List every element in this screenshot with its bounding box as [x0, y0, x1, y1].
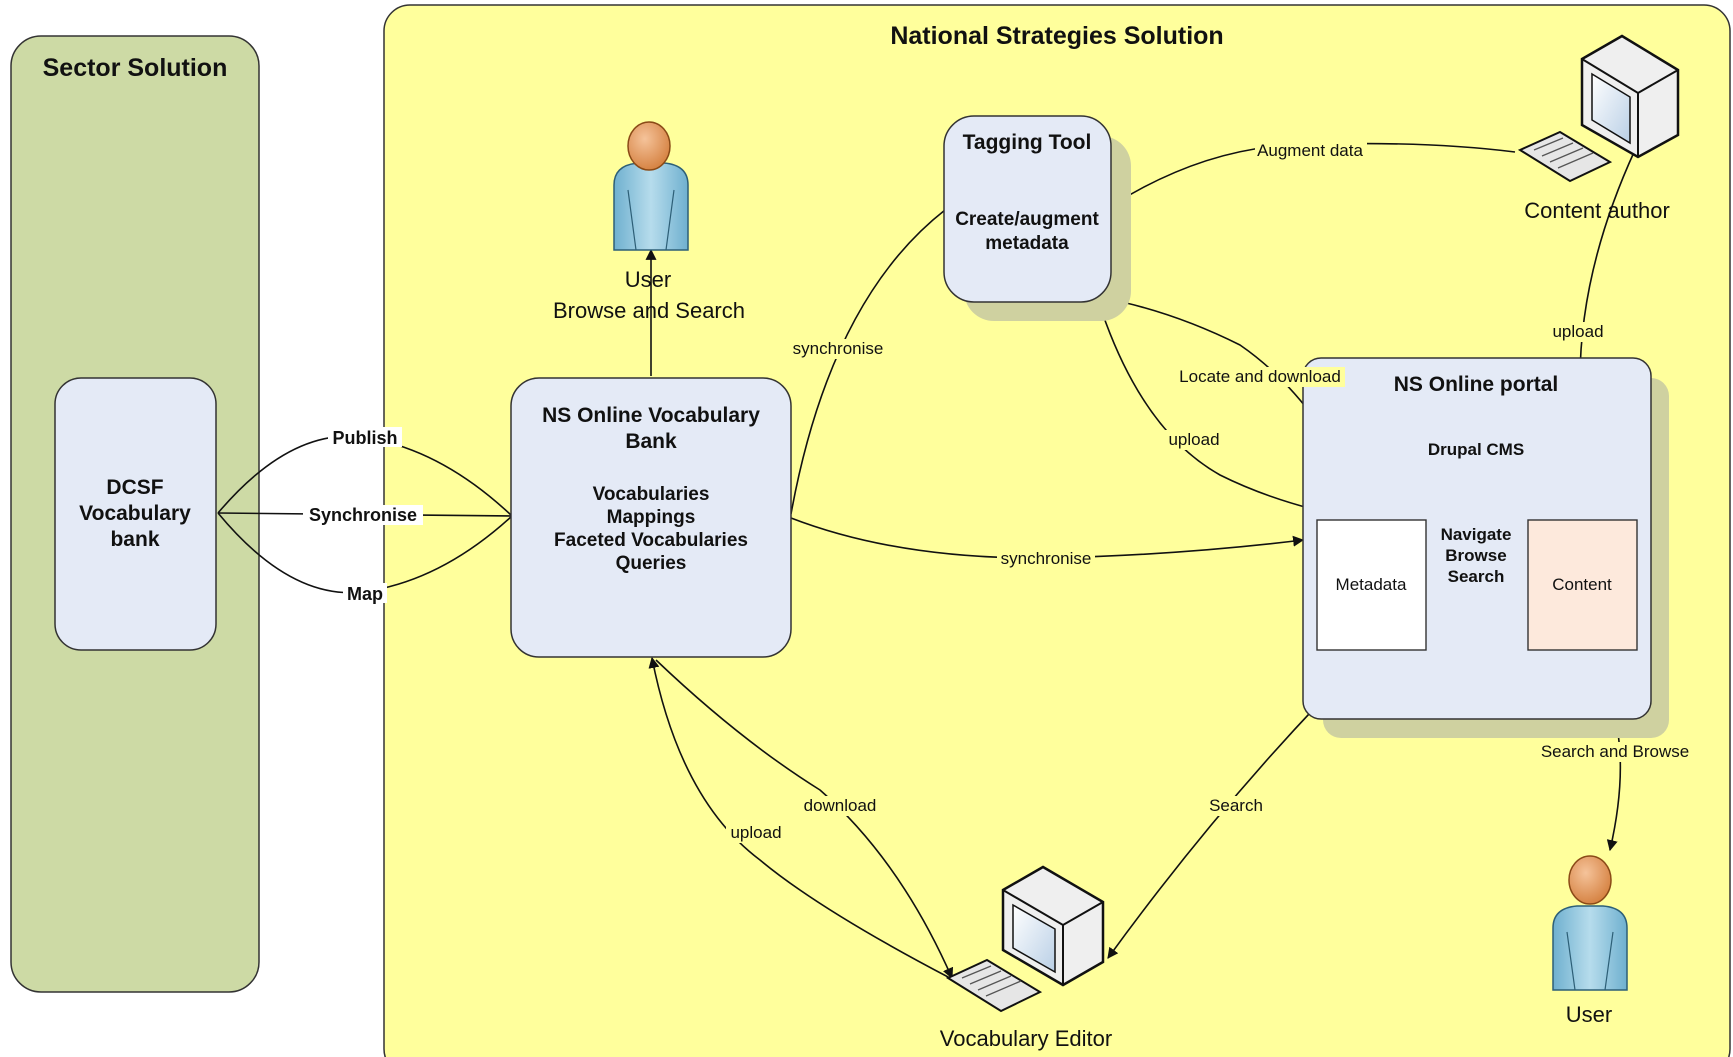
portal-title: NS Online portal: [1394, 373, 1559, 396]
computer-icon: [1517, 34, 1680, 183]
ns-vocabulary-bank[interactable]: NS Online Vocabulary Bank Vocabularies M…: [510, 377, 792, 658]
portal-nav-line: Search: [1448, 567, 1505, 586]
synchronise-dcsf-label: Synchronise: [309, 505, 417, 525]
map-label: Map: [347, 584, 383, 604]
dcsf-label-line-3: bank: [110, 528, 159, 551]
dcsf-label-line-1: DCSF: [106, 476, 163, 499]
user-top-label: User: [625, 267, 671, 292]
vocabulary-editor-label: Vocabulary Editor: [940, 1026, 1112, 1051]
search-browse-label: Search and Browse: [1541, 742, 1689, 761]
tagging-tool[interactable]: Tagging Tool Create/augment metadata: [943, 115, 1131, 321]
portal-nav-line: Navigate: [1441, 525, 1512, 544]
synchronise-portal-label: synchronise: [1001, 549, 1092, 568]
vocab-bank-title-line-1: NS Online Vocabulary: [542, 404, 760, 427]
portal-nav-line: Browse: [1445, 546, 1506, 565]
computer-icon: [945, 865, 1105, 1013]
user-bottom-actor[interactable]: User: [1552, 855, 1628, 1027]
vocab-bank-item: Vocabularies: [593, 484, 710, 505]
augment-data-label: Augment data: [1257, 141, 1363, 160]
locate-download-label: Locate and download: [1179, 367, 1341, 386]
metadata-label: Metadata: [1336, 575, 1407, 594]
content-author-label: Content author: [1524, 198, 1670, 223]
vocab-bank-title-line-2: Bank: [625, 430, 677, 453]
publish-label: Publish: [332, 428, 397, 448]
vocab-bank-item: Queries: [616, 553, 687, 574]
content-document[interactable]: Content: [1527, 519, 1638, 651]
search-label: Search: [1209, 796, 1263, 815]
content-label: Content: [1552, 575, 1612, 594]
edge-labels: Publish Synchronise Map synchronise sync…: [303, 140, 1693, 843]
tagging-tool-body-line-1: Create/augment: [955, 209, 1099, 230]
portal-subtitle: Drupal CMS: [1428, 440, 1524, 459]
person-icon: [613, 121, 689, 251]
dcsf-label-line-2: Vocabulary: [79, 502, 191, 525]
synchronise-tagging-connector: [790, 209, 946, 515]
editor-upload-label: upload: [730, 823, 781, 842]
author-upload-label: upload: [1552, 322, 1603, 341]
content-author-actor[interactable]: Content author: [1517, 34, 1680, 223]
vocabulary-editor-actor[interactable]: Vocabulary Editor: [940, 865, 1112, 1051]
user-top-actor[interactable]: User Browse and Search: [553, 121, 745, 323]
sector-solution-title: Sector Solution: [43, 54, 228, 82]
editor-upload-connector: [648, 656, 951, 979]
download-label: download: [804, 796, 877, 815]
vocab-bank-item: Faceted Vocabularies: [554, 530, 748, 551]
vocab-bank-item: Mappings: [607, 507, 696, 528]
tagging-tool-body-line-2: metadata: [985, 233, 1069, 254]
synchronise-tagging-label: synchronise: [793, 339, 884, 358]
ns-online-portal[interactable]: NS Online portal Drupal CMS Navigate Bro…: [1302, 357, 1669, 738]
metadata-document[interactable]: Metadata: [1316, 519, 1427, 651]
national-strategies-title: National Strategies Solution: [890, 22, 1223, 50]
dcsf-vocabulary-bank[interactable]: DCSF Vocabulary bank: [54, 377, 217, 651]
user-top-caption: Browse and Search: [553, 298, 745, 323]
tagging-tool-title: Tagging Tool: [963, 131, 1092, 154]
national-strategies-container: National Strategies Solution: [383, 4, 1731, 1057]
download-connector: [655, 659, 954, 980]
person-icon: [1552, 855, 1628, 991]
tagging-upload-label: upload: [1168, 430, 1219, 449]
user-bottom-label: User: [1566, 1002, 1612, 1027]
connectors: [217, 142, 1636, 980]
